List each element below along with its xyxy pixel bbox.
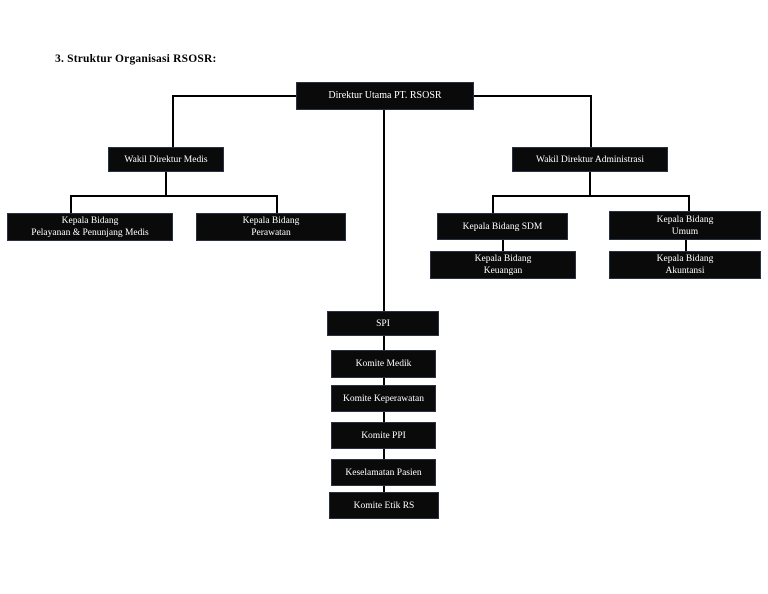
node-kepala-bidang-perawatan[interactable]: Kepala Bidang Perawatan bbox=[196, 213, 346, 241]
connector-root-right-horizontal bbox=[472, 95, 592, 97]
connector-medis-right-drop bbox=[276, 195, 278, 213]
connector-administrasi-left-drop bbox=[492, 195, 494, 213]
connector-root-left-horizontal bbox=[172, 95, 298, 97]
node-kepala-bidang-umum[interactable]: Kepala Bidang Umum bbox=[609, 211, 761, 240]
connector-administrasi-stem bbox=[589, 172, 591, 196]
connector-root-right-drop bbox=[590, 95, 592, 147]
connector-keselamatan-to-etik bbox=[383, 486, 385, 492]
connector-sdm-to-keuangan bbox=[502, 240, 504, 251]
node-wakil-direktur-administrasi[interactable]: Wakil Direktur Administrasi bbox=[512, 147, 668, 172]
connector-umum-to-akuntansi bbox=[685, 240, 687, 251]
node-komite-ppi[interactable]: Komite PPI bbox=[331, 422, 436, 449]
node-kepala-bidang-keuangan[interactable]: Kepala Bidang Keuangan bbox=[430, 251, 576, 279]
connector-ppi-to-keselamatan bbox=[383, 449, 385, 459]
node-spi[interactable]: SPI bbox=[327, 311, 439, 336]
node-kepala-bidang-sdm[interactable]: Kepala Bidang SDM bbox=[437, 213, 568, 240]
page-title: 3. Struktur Organisasi RSOSR: bbox=[55, 53, 217, 65]
connector-root-left-drop bbox=[172, 95, 174, 147]
connector-medis-bus bbox=[70, 195, 278, 197]
node-komite-medik[interactable]: Komite Medik bbox=[331, 350, 436, 378]
connector-administrasi-bus bbox=[492, 195, 690, 197]
node-direktur-utama[interactable]: Direktur Utama PT. RSOSR bbox=[296, 82, 474, 110]
node-kepala-bidang-pelayanan[interactable]: Kepala Bidang Pelayanan & Penunjang Medi… bbox=[7, 213, 173, 241]
connector-komite-medik-to-keperawatan bbox=[383, 378, 385, 385]
connector-spi-to-komite-medik bbox=[383, 336, 385, 350]
connector-keperawatan-to-ppi bbox=[383, 412, 385, 422]
connector-medis-stem bbox=[165, 172, 167, 196]
connector-root-spine bbox=[383, 110, 385, 312]
node-kepala-bidang-akuntansi[interactable]: Kepala Bidang Akuntansi bbox=[609, 251, 761, 279]
connector-administrasi-right-drop bbox=[688, 195, 690, 213]
node-komite-keperawatan[interactable]: Komite Keperawatan bbox=[331, 385, 436, 412]
node-keselamatan-pasien[interactable]: Keselamatan Pasien bbox=[331, 459, 436, 486]
node-komite-etik-rs[interactable]: Komite Etik RS bbox=[329, 492, 439, 519]
node-wakil-direktur-medis[interactable]: Wakil Direktur Medis bbox=[108, 147, 224, 172]
connector-medis-left-drop bbox=[70, 195, 72, 213]
